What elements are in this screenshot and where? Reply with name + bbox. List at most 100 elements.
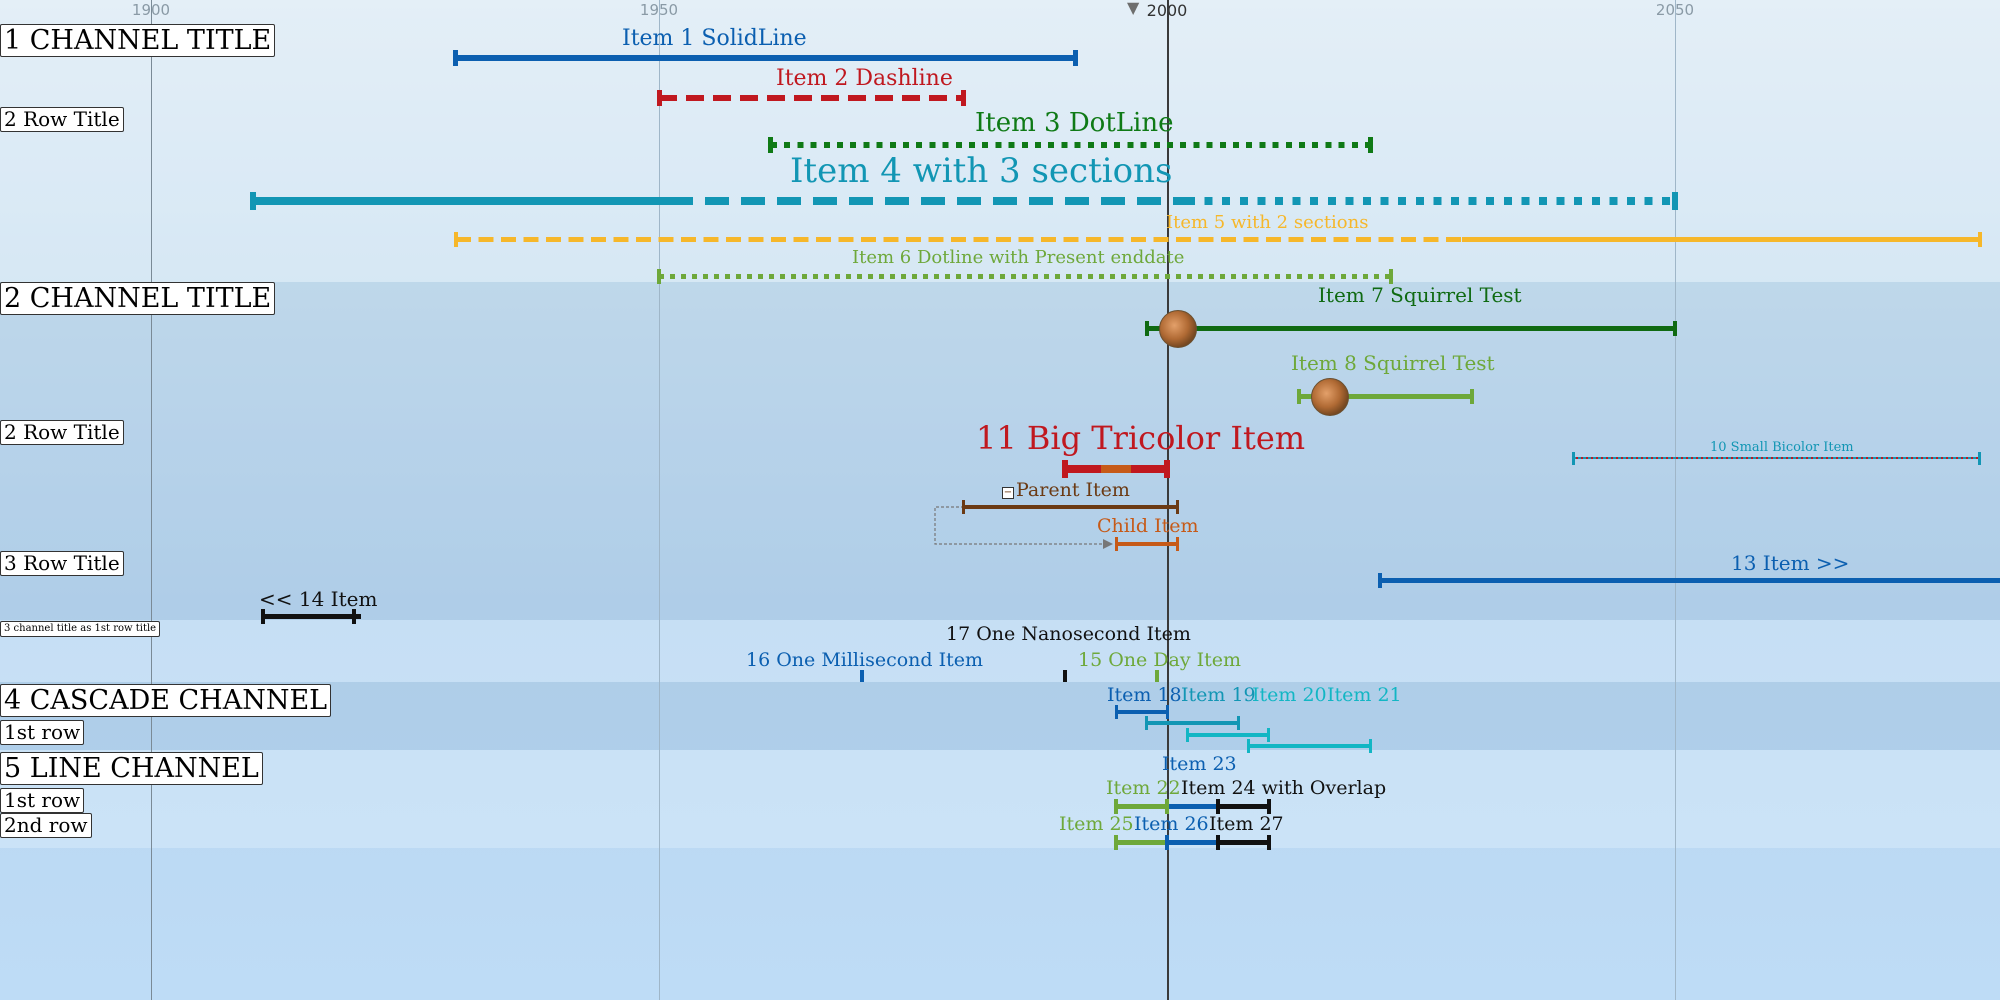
item-child-label[interactable]: Child Item — [1097, 517, 1199, 536]
item-14-start-cap — [260, 608, 265, 624]
item-2-segment-1 — [659, 95, 964, 101]
item-18-segment-1 — [1116, 710, 1167, 714]
item-11-label[interactable]: 11 Big Tricolor Item — [976, 422, 1305, 454]
tick-label-1950: 1950 — [639, 1, 679, 19]
item-19-label[interactable]: Item 19 — [1181, 686, 1256, 705]
item-25-label[interactable]: Item 25 — [1059, 815, 1134, 834]
item-parent-end-cap — [1175, 500, 1179, 514]
item-10-label[interactable]: 10 Small Bicolor Item — [1710, 441, 1854, 454]
item-8-label-text: Item 8 Squirrel Test — [1291, 351, 1495, 375]
item-8-label[interactable]: Item 8 Squirrel Test — [1291, 353, 1495, 373]
item-1-label-text: Item 1 SolidLine — [622, 26, 807, 51]
item-18-end-cap — [1165, 705, 1169, 719]
item-22-label[interactable]: Item 22 — [1106, 779, 1181, 798]
item-27-label[interactable]: Item 27 — [1209, 815, 1284, 834]
item-15-label[interactable]: 15 One Day Item — [1078, 651, 1241, 670]
channel-band-1 — [0, 0, 2000, 282]
item-13-label[interactable]: 13 Item >> — [1731, 553, 1849, 573]
item-11-segment-1 — [1065, 465, 1101, 473]
item-23-segment-1 — [1167, 803, 1218, 809]
row-title-2: 2 Row Title — [0, 420, 124, 445]
item-8-segment-1 — [1299, 393, 1472, 399]
row-title-3: 3 Row Title — [0, 551, 124, 576]
item-20-label[interactable]: Item 20 — [1252, 686, 1327, 705]
item-13-label-text: 13 Item >> — [1731, 551, 1850, 575]
item-25-label-text: Item 25 — [1059, 813, 1134, 835]
item-2-label[interactable]: Item 2 Dashline — [776, 68, 953, 90]
item-18-start-cap — [1114, 705, 1118, 719]
item-7-start-cap — [1144, 320, 1149, 336]
item-11-start-cap — [1062, 460, 1069, 478]
item-6-end-cap — [1388, 268, 1393, 284]
item-20-end-cap — [1267, 728, 1271, 742]
item-27-end-cap — [1266, 834, 1271, 850]
item-21-label[interactable]: Item 21 — [1327, 686, 1402, 705]
item-27-segment-1 — [1217, 839, 1269, 845]
item-11-label-text: 11 Big Tricolor Item — [976, 419, 1306, 457]
item-16-label[interactable]: 16 One Millisecond Item — [746, 651, 983, 670]
item-21-start-cap — [1246, 739, 1250, 753]
item-26-label-text: Item 26 — [1134, 813, 1209, 835]
row-title-1: 2 Row Title — [0, 107, 124, 132]
gridline-2050 — [1675, 0, 1676, 1000]
item-11-segment-2 — [1100, 465, 1132, 473]
item-7-label[interactable]: Item 7 Squirrel Test — [1318, 285, 1522, 305]
item-4-label[interactable]: Item 4 with 3 sections — [790, 154, 1172, 188]
item-25-start-cap — [1114, 834, 1119, 850]
item-parent-start-cap — [962, 500, 966, 514]
item-19-label-text: Item 19 — [1181, 684, 1256, 706]
item-5-start-cap — [453, 231, 458, 247]
item-26-segment-1 — [1167, 839, 1218, 845]
item-1-label[interactable]: Item 1 SolidLine — [622, 28, 807, 50]
item-24-label[interactable]: Item 24 with Overlap — [1181, 779, 1386, 798]
channel-title-3: 3 channel title as 1st row title — [0, 621, 161, 637]
item-14-end-cap — [352, 608, 357, 624]
item-3-label-text: Item 3 DotLine — [975, 108, 1174, 138]
item-10-label-text: 10 Small Bicolor Item — [1710, 440, 1854, 455]
item-17-label[interactable]: 17 One Nanosecond Item — [946, 625, 1191, 644]
item-18-label-text: Item 18 — [1107, 684, 1182, 706]
item-26-start-cap — [1165, 834, 1169, 850]
item-3-label[interactable]: Item 3 DotLine — [975, 110, 1174, 136]
item-parent-label-text: Parent Item — [1016, 479, 1130, 501]
item-18-label[interactable]: Item 18 — [1107, 686, 1182, 705]
item-child-start-cap — [1114, 537, 1118, 551]
item-4-segment-2 — [669, 197, 1188, 205]
item-10-start-cap — [1571, 451, 1575, 465]
item-5-label[interactable]: Item 5 with 2 sections — [1166, 214, 1368, 232]
item-4-segment-1 — [252, 197, 670, 205]
item-13-segment-1 — [1380, 577, 2000, 583]
item-7-squirrel-icon — [1158, 310, 1197, 348]
channel-title-2: 2 CHANNEL TITLE — [0, 282, 276, 316]
collapse-toggle-icon[interactable]: − — [1002, 487, 1014, 499]
item-24-label-text: Item 24 with Overlap — [1181, 777, 1387, 799]
item-parent-label[interactable]: −Parent Item — [1002, 481, 1130, 500]
item-14-label[interactable]: << 14 Item — [259, 589, 377, 609]
item-27-label-text: Item 27 — [1209, 813, 1284, 835]
item-4-segment-3 — [1187, 197, 1675, 205]
item-6-label[interactable]: Item 6 Dotline with Present enddate — [852, 249, 1184, 267]
item-3-end-cap — [1367, 137, 1373, 153]
item-5-label-text: Item 5 with 2 sections — [1166, 212, 1369, 233]
gridline-1950 — [659, 0, 660, 1000]
channel-band-5 — [0, 750, 2000, 848]
item-16-label-text: 16 One Millisecond Item — [746, 649, 983, 671]
channel-band-2 — [0, 282, 2000, 620]
row-title-5-2: 2nd row — [0, 813, 92, 838]
item-23-label[interactable]: Item 23 — [1162, 755, 1237, 774]
item-23-label-text: Item 23 — [1162, 753, 1237, 775]
item-21-label-text: Item 21 — [1327, 684, 1402, 706]
item-17-label-text: 17 One Nanosecond Item — [946, 623, 1191, 645]
item-child-end-cap — [1175, 537, 1179, 551]
item-22-start-cap — [1114, 798, 1119, 814]
item-24-end-cap — [1266, 798, 1271, 814]
item-6-start-cap — [657, 268, 661, 284]
item-26-label[interactable]: Item 26 — [1134, 815, 1209, 834]
row-title-5-1: 1st row — [0, 788, 85, 813]
item-15-point — [1154, 670, 1159, 682]
channel-band-3 — [0, 620, 2000, 682]
gridline-1900 — [151, 0, 152, 1000]
item-25-segment-1 — [1116, 839, 1167, 845]
item-5-segment-1 — [455, 236, 1462, 242]
